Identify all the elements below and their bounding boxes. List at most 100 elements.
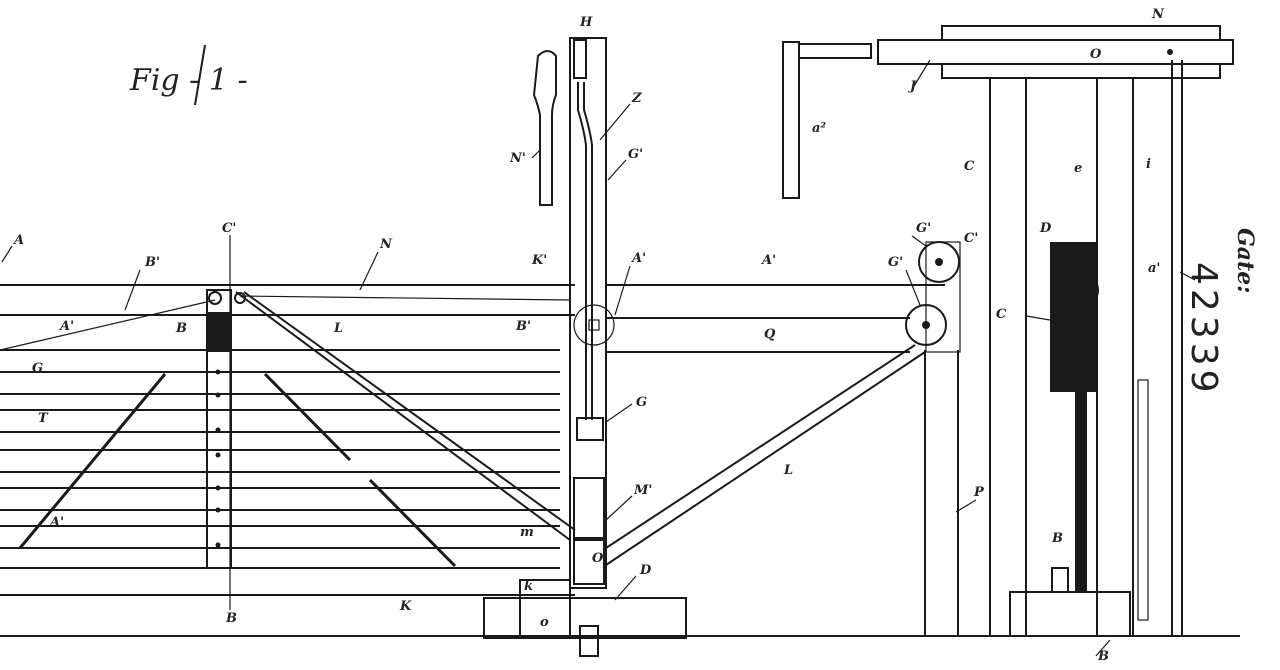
wheel-bracket: [925, 241, 961, 353]
hanging-bar-top: [798, 43, 872, 59]
post-pin: [579, 625, 599, 657]
label-a-prime: a': [1148, 261, 1160, 276]
hole-6: [215, 507, 221, 513]
latch-rod-z-2: [583, 82, 593, 420]
leader-M-prime: [605, 495, 633, 521]
frame-cap-N: [941, 25, 1221, 41]
hand-lever: [532, 50, 557, 206]
leader-B-ground: [1095, 639, 1111, 657]
label-K-prime: K': [531, 253, 547, 268]
label-k: k: [524, 579, 533, 594]
label-N-lever: N': [509, 151, 526, 166]
brace-mid-2: [368, 478, 457, 568]
pivot-pin: [588, 319, 600, 331]
label-O-box: O: [592, 551, 604, 566]
label-G-prime-post: G': [628, 147, 643, 162]
upright-clamp: [207, 312, 231, 352]
hanging-bar-a2: [782, 41, 800, 199]
label-Q: Q: [764, 327, 776, 342]
leader-A: [1, 245, 13, 263]
post-body: [569, 37, 607, 589]
label-C-frame2: C: [996, 307, 1007, 322]
leader-Z: [599, 103, 631, 141]
label-B-frame: B: [1051, 531, 1063, 546]
label-N-rail: N: [379, 237, 393, 252]
hole-3: [215, 427, 221, 433]
frame-base: [1009, 591, 1131, 637]
label-L-diag: L: [333, 321, 343, 336]
frame-beam-O: [877, 39, 1234, 65]
hole-2: [215, 392, 221, 398]
side-bar: [1137, 379, 1149, 621]
label-C-top: C': [222, 221, 236, 236]
beam-pin: [1167, 49, 1173, 55]
label-A-prime-right: A': [760, 253, 776, 268]
arrow-mark: [1179, 271, 1196, 281]
gate-body: [0, 235, 576, 610]
figure-title: Fig - 1 -: [129, 63, 248, 98]
leader-lines: [1, 59, 1111, 657]
extension-arm: [605, 241, 961, 566]
leader-C-frame2: [1025, 315, 1051, 321]
label-M-prime: M': [633, 483, 652, 498]
pin-eye: [234, 292, 246, 304]
diagonal-rod-L-2: [243, 291, 576, 531]
post-base: [483, 597, 687, 639]
pivot-circle: [573, 304, 615, 346]
label-B-left: B: [175, 321, 187, 336]
right-frame: [782, 25, 1234, 637]
leader-G-prime-w: [911, 235, 927, 247]
side-annotations: 42339 Gate:: [1183, 228, 1258, 397]
label-B-bottom: B: [225, 611, 237, 626]
label-o-base: o: [540, 615, 549, 630]
label-J: J: [907, 79, 917, 94]
leader-G-prime: [607, 159, 627, 181]
label-D-base: D: [639, 563, 652, 578]
label-O-top: O: [1090, 47, 1102, 62]
leader-N-prime: [531, 149, 541, 159]
brace-L-bottom: [605, 351, 926, 566]
leader-G-prime-w2: [905, 269, 921, 306]
label-G-left: G: [32, 361, 43, 376]
post-top-slot: [573, 39, 587, 79]
weight-block: [1051, 567, 1069, 593]
diagonal-rod-L: [235, 291, 571, 541]
leader-G-box: [605, 403, 633, 423]
wheel-upper-hub: [935, 258, 943, 266]
figure-title-group: Fig - 1 -: [129, 44, 248, 106]
label-N-top: N: [1151, 7, 1165, 22]
brace-left-1: [18, 373, 167, 549]
brace-L-top: [605, 344, 916, 549]
title-flourish: [194, 44, 206, 106]
leader-P: [955, 499, 977, 513]
main-post: [483, 37, 687, 657]
label-P: P: [973, 485, 985, 500]
patent-number: 42339: [1183, 262, 1224, 397]
latch-box-G: [576, 417, 604, 441]
leader-D: [614, 575, 637, 601]
label-Z: Z: [631, 91, 642, 106]
label-A: A: [12, 233, 24, 248]
leader-A-prime: [614, 265, 631, 316]
label-A-prime-post: A': [630, 251, 646, 266]
label-D-frame: D: [1039, 221, 1052, 236]
hole-4: [215, 452, 221, 458]
label-G-box: G: [636, 395, 647, 410]
pulley-hub: [1077, 285, 1087, 295]
pulley-rod: [1075, 392, 1087, 592]
center-upright: [206, 289, 232, 569]
brace-mid-1: [263, 372, 352, 462]
hole-5: [215, 485, 221, 491]
label-A-prime-low: A': [48, 515, 64, 530]
label-K-bottom: K: [399, 599, 412, 614]
tension-wire: [0, 299, 216, 351]
pulley-wheel: [1065, 273, 1099, 307]
label-e: e: [1074, 161, 1082, 176]
label-i: i: [1146, 157, 1151, 172]
latch-foot: [519, 579, 571, 637]
leader-N: [359, 251, 379, 291]
label-B-prime-post: B': [515, 319, 531, 334]
label-a2: a²: [812, 121, 826, 136]
latch-box-M: [573, 477, 605, 539]
